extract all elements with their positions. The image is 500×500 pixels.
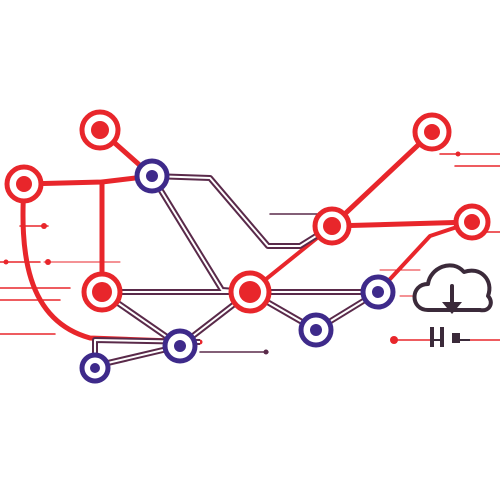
red-node	[4, 164, 44, 204]
purple-node	[162, 328, 198, 364]
purple-node	[360, 274, 396, 310]
plum-link-b	[149, 174, 251, 295]
red-node	[412, 112, 452, 152]
plum-link-a	[151, 173, 334, 249]
purple-node	[298, 312, 334, 348]
red-link-f	[329, 219, 475, 229]
red-node-center	[228, 270, 272, 314]
cloud-download-icon	[412, 263, 493, 314]
purple-node	[134, 158, 170, 194]
red-nodes	[4, 109, 491, 314]
red-node	[312, 206, 352, 246]
red-node	[453, 203, 491, 241]
purple-node	[79, 352, 111, 384]
purple-nodes	[79, 158, 396, 384]
red-node	[79, 109, 121, 151]
red-link-c	[20, 181, 203, 345]
red-node	[81, 271, 123, 313]
battery-icon	[430, 327, 470, 347]
accent-dots	[3, 151, 461, 355]
red-link-e	[329, 129, 435, 229]
